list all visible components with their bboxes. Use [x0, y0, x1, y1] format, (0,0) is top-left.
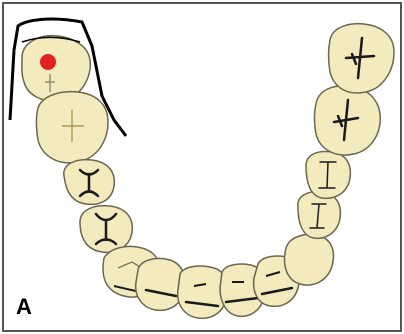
tooth-left-central-incisor — [178, 266, 227, 318]
tooth-right-first-molar — [315, 86, 381, 155]
panel-label: A — [16, 296, 32, 318]
tooth-right-canine — [285, 235, 334, 286]
tooth-left-second-molar — [22, 36, 90, 101]
tooth-right-first-premolar — [298, 192, 341, 239]
tooth-left-first-premolar — [80, 206, 132, 253]
tooth-left-first-molar — [37, 92, 109, 163]
red-marker-dot — [40, 54, 56, 70]
tooth-right-second-premolar — [306, 152, 350, 199]
tooth-left-lateral-incisor — [136, 258, 185, 310]
